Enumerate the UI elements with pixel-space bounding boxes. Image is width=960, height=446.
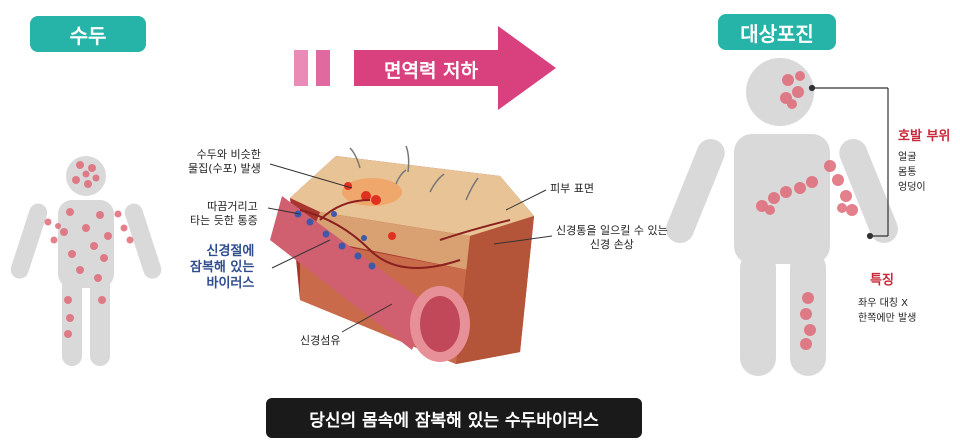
common-sites-title: 호발 부위 (898, 129, 951, 144)
site-item: 얼굴 (898, 152, 917, 163)
feature-item: 한쪽에만 발생 (858, 313, 917, 324)
immunity-decline-label: 면역력 저하 (383, 60, 478, 82)
shingles-badge: 대상포진 (718, 14, 836, 50)
skin-surface-annotation: 피부 표면 (550, 182, 594, 195)
bracket-lines (808, 84, 889, 240)
nerve-fiber-annotation: 신경섬유 (300, 334, 341, 347)
blister-annotation: 수두와 비슷한 물집(수포) 발생 (188, 148, 261, 175)
burning-pain-annotation: 따끔거리고 타는 듯한 통증 (190, 200, 258, 227)
features-title: 특징 (870, 273, 894, 288)
site-item: 엉덩이 (898, 182, 926, 193)
right-rash-dots (756, 71, 858, 350)
bottom-caption: 당신의 몸속에 잠복해 있는 수두바이러스 (266, 398, 642, 438)
immunity-arrow (294, 26, 556, 110)
nerve-damage-annotation: 신경통을 일으킬 수 있는 신경 손상 (556, 224, 668, 251)
features-list: 좌우 대칭 X 한쪽에만 발생 (858, 296, 916, 326)
skin-cross-section (270, 145, 534, 364)
right-body-figure (666, 58, 898, 376)
ganglion-virus-annotation: 신경절에 잠복해 있는 바이러스 (190, 244, 255, 291)
leader-lines (267, 163, 553, 333)
common-sites-list: 얼굴 몸통 엉덩이 (898, 150, 926, 195)
left-body-figure (10, 156, 162, 366)
chickenpox-badge: 수두 (30, 16, 146, 52)
feature-item: 좌우 대칭 X (858, 298, 909, 309)
site-item: 몸통 (898, 167, 917, 178)
left-rash-dots (44, 161, 134, 338)
